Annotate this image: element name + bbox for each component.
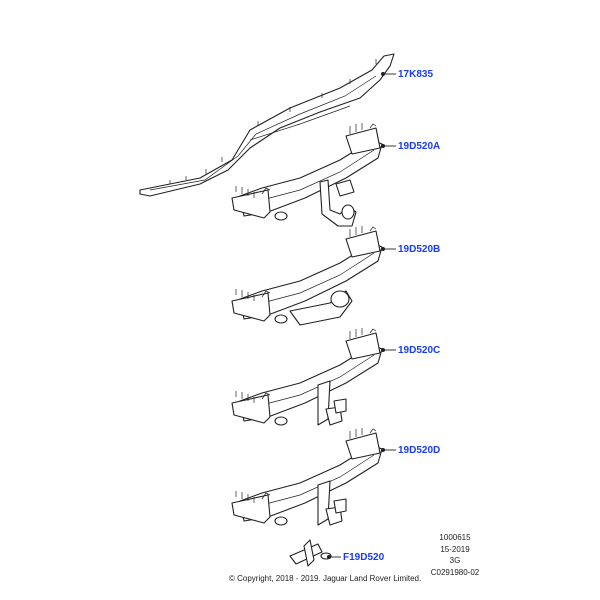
bumper-reinforcement-17K835 [139, 53, 395, 197]
callout-17K835[interactable]: 17K835 [398, 69, 434, 80]
callout-19D520A[interactable]: 19D520A [398, 141, 441, 152]
tow-bar-F19D520 [289, 539, 332, 567]
callout-19D520C[interactable]: 19D520C [398, 345, 441, 356]
tow-bar-19D520C [231, 327, 383, 426]
reference-line-1: 1000615 [439, 533, 471, 542]
callout-19D520D[interactable]: 19D520D [398, 445, 441, 456]
callout-F19D520[interactable]: F19D520 [343, 552, 385, 563]
tow-bar-19D520B [231, 225, 383, 326]
illustration-reference: 1000615 15-2019 3G C0291980-02 [425, 532, 485, 578]
copyright-notice: © Copyright, 2018 - 2019. Jaguar Land Ro… [229, 574, 422, 583]
callout-19D520B[interactable]: 19D520B [398, 244, 441, 255]
tow-bar-19D520D [231, 427, 383, 526]
leader-lines [327, 72, 396, 559]
reference-line-4: C0291980-02 [430, 567, 480, 577]
reference-line-3: 3G [449, 556, 461, 565]
reference-line-2: 15-2019 [440, 544, 470, 554]
